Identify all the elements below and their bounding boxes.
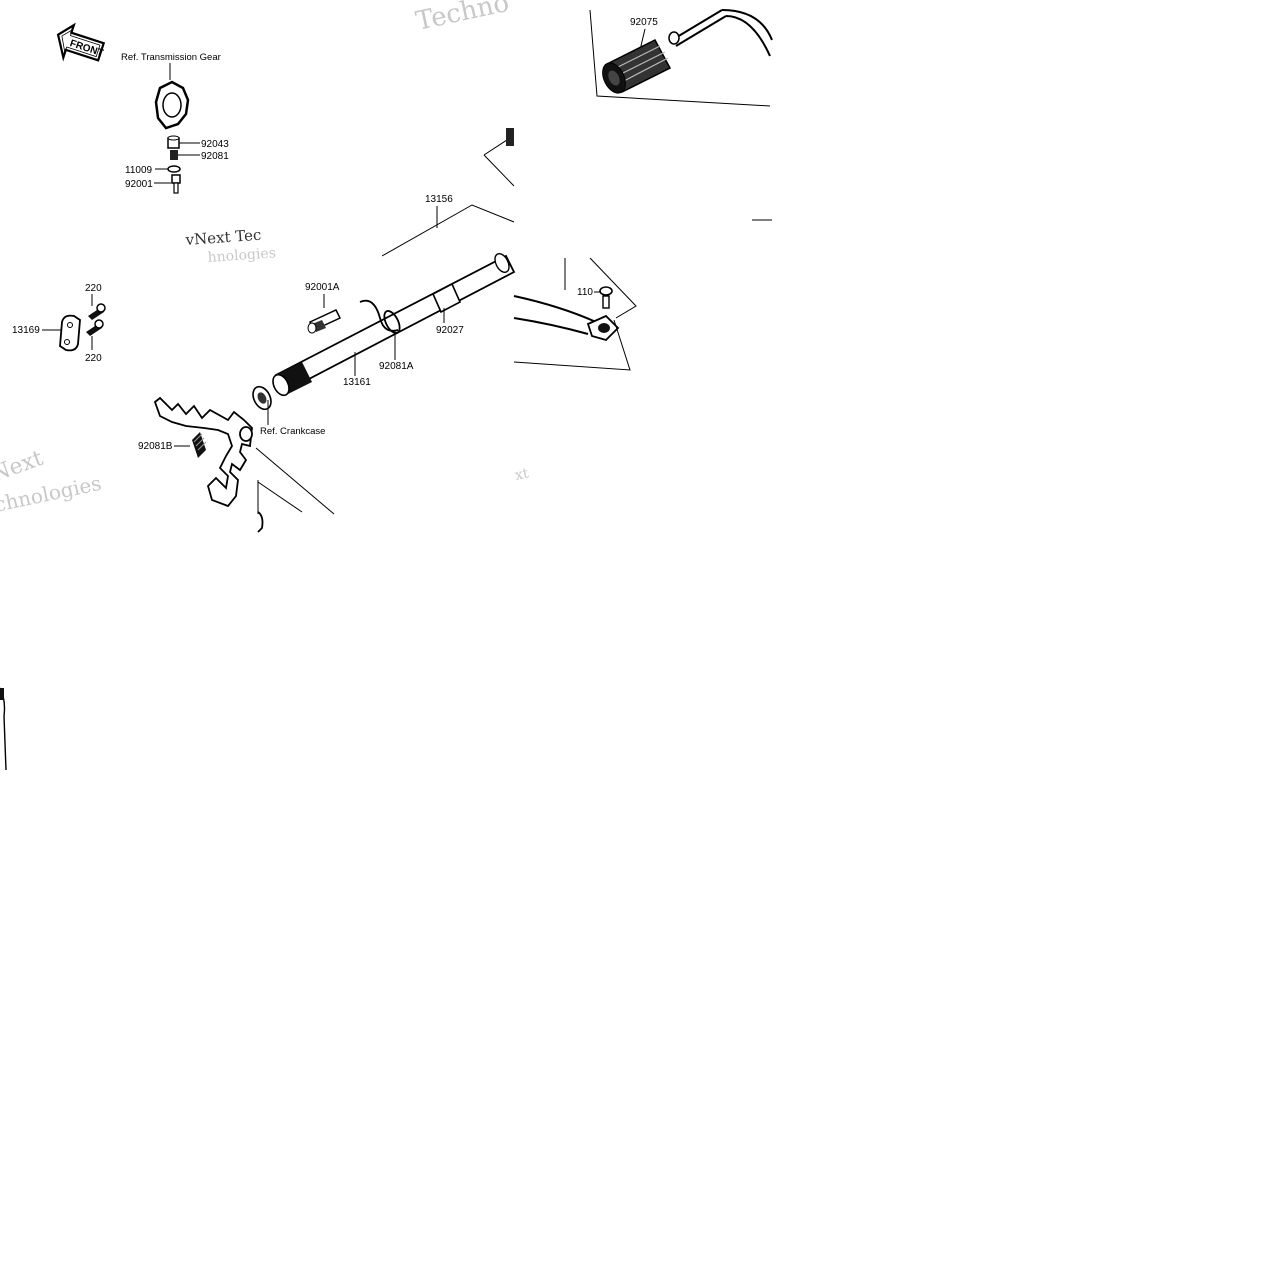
part-number-92027: 92027 xyxy=(436,325,464,336)
part-number-92081B: 92081B xyxy=(138,441,173,452)
watermark: vNext Tec xyxy=(184,226,262,249)
part-number-92001: 92001 xyxy=(125,179,153,190)
bolt-220-icon xyxy=(86,319,104,336)
part-number-110: 110 xyxy=(577,287,593,298)
part-number-92043: 92043 xyxy=(201,139,229,150)
part-number-92075: 92075 xyxy=(630,17,658,28)
group-bracket-line xyxy=(381,204,515,257)
shaft-end-icon xyxy=(506,128,514,146)
bolt-220-icon xyxy=(88,303,106,320)
part-number-92081: 92081 xyxy=(201,151,229,162)
part-number-13169: 13169 xyxy=(12,325,40,336)
front-arrow-icon: FRONT xyxy=(56,22,106,62)
shift-lever-clamp-icon xyxy=(513,295,620,342)
group-bracket-line xyxy=(589,9,771,107)
part-number-13156: 13156 xyxy=(425,194,453,205)
part-number-220-top: 220 xyxy=(85,283,102,294)
part-number-92001A: 92001A xyxy=(305,282,340,293)
shift-shaft-13161-icon xyxy=(252,252,516,411)
spring-92081-icon xyxy=(170,150,178,160)
stud-92001A-icon xyxy=(307,309,342,334)
spring-92081B-icon xyxy=(192,432,207,458)
shift-mechanism-arm-icon xyxy=(153,396,264,533)
part-number-11009: 11009 xyxy=(125,165,153,176)
washer-11009-icon xyxy=(167,165,181,173)
transmission-gear-icon xyxy=(154,80,190,130)
watermark: xt xyxy=(514,465,531,484)
bolt-110-icon xyxy=(599,286,613,309)
group-bracket-line xyxy=(257,480,303,514)
partial-part-left-edge-icon xyxy=(0,687,7,771)
group-bracket-line xyxy=(513,257,637,371)
collar-92043-icon xyxy=(167,135,180,149)
part-number-220-bottom: 220 xyxy=(85,353,102,364)
ref-crankcase-label: Ref. Crankcase xyxy=(260,426,325,437)
ref-transmission-gear-label: Ref. Transmission Gear xyxy=(121,52,221,63)
pedal-rubber-92075-icon xyxy=(602,9,773,94)
part-number-13161: 13161 xyxy=(343,377,371,388)
bolt-92001-icon xyxy=(171,174,181,194)
watermark: hnologies xyxy=(207,245,276,266)
plate-13169-icon xyxy=(59,314,81,352)
watermark: Next xyxy=(0,446,46,488)
circlip-92081A-icon xyxy=(359,299,401,334)
part-number-92081A: 92081A xyxy=(379,361,414,372)
leader-line xyxy=(255,447,335,515)
group-bracket-line xyxy=(483,137,515,187)
watermark: Techno xyxy=(413,0,512,37)
